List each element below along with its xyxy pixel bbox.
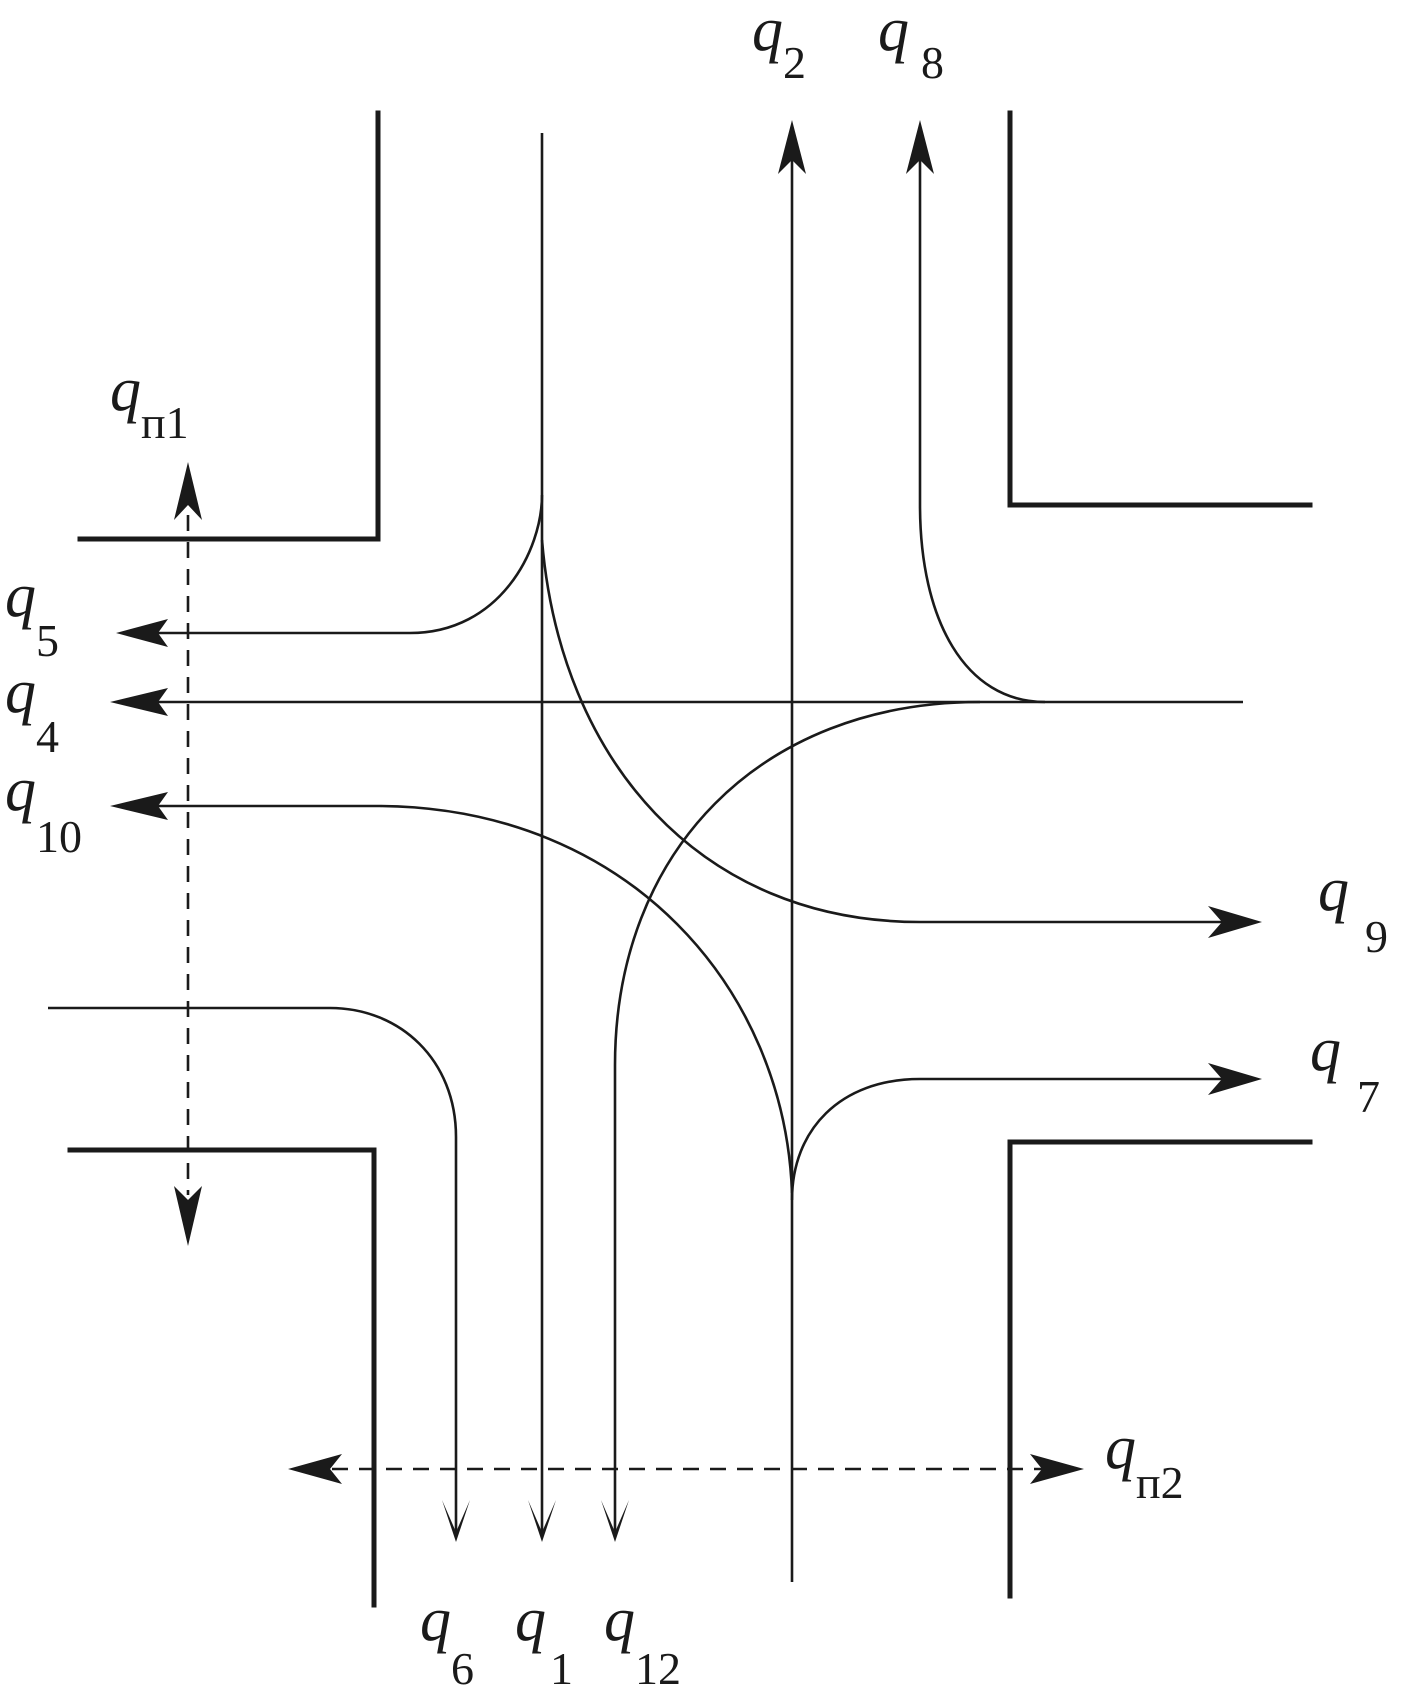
flow-line-q7 xyxy=(790,1077,1240,1201)
pedestrian-flows xyxy=(174,462,1084,1484)
label-q5: q5 xyxy=(5,562,59,666)
arrowhead-q2 xyxy=(778,120,806,174)
label-q10: q10 xyxy=(5,756,82,862)
arrowhead-q10 xyxy=(110,792,168,820)
arrowhead-qp1-down xyxy=(174,1186,202,1246)
label-q4: q4 xyxy=(5,658,59,762)
label-q7: q7 xyxy=(1310,1016,1380,1122)
arrowhead-q12 xyxy=(601,1500,629,1542)
curb-top-right xyxy=(1007,110,1313,508)
label-qp2: qп2 xyxy=(1105,1414,1184,1508)
flow-line-q10 xyxy=(158,804,794,1194)
curb-bottom-right xyxy=(1007,1139,1313,1599)
flow-line-q12 xyxy=(613,700,981,1532)
arrowhead-q1 xyxy=(528,1500,556,1542)
curb-bottom-left xyxy=(67,1147,377,1608)
label-q12: q12 xyxy=(604,1586,681,1694)
label-q9: q9 xyxy=(1318,856,1388,962)
flow-line-q8 xyxy=(918,160,1046,704)
label-q2: q2 xyxy=(752,0,806,88)
vehicle-flows xyxy=(48,133,1243,1582)
road-curbs xyxy=(67,110,1313,1608)
flow-line-q6 xyxy=(48,1006,458,1532)
arrowhead-qp2-left xyxy=(288,1454,342,1484)
label-q1: q1 xyxy=(515,1586,573,1694)
arrowhead-qp2-right xyxy=(1030,1454,1084,1484)
label-q6: q6 xyxy=(420,1586,474,1694)
arrowhead-q9 xyxy=(1208,906,1262,938)
curb-top-left xyxy=(77,110,381,542)
arrowhead-q6 xyxy=(442,1500,470,1542)
label-qp1: qп1 xyxy=(110,356,189,448)
flow-line-q9 xyxy=(540,539,1240,924)
flow-line-q5 xyxy=(158,494,544,635)
arrowhead-q4 xyxy=(110,688,168,716)
arrowhead-q8 xyxy=(906,120,934,174)
arrowhead-q7 xyxy=(1208,1063,1262,1095)
vehicle-arrowheads xyxy=(110,120,1262,1542)
arrowhead-q5 xyxy=(116,619,168,647)
arrowhead-qp1-up xyxy=(174,462,202,520)
